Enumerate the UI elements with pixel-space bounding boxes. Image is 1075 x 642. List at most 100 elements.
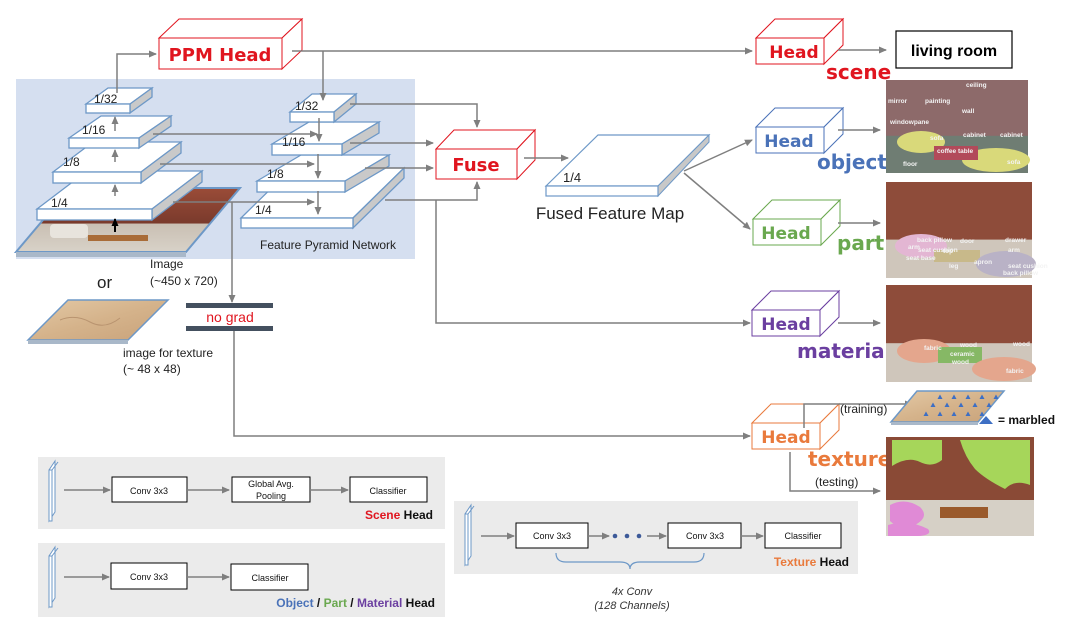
material-head-label: Head: [761, 315, 810, 335]
part-output-tag: top: [943, 248, 953, 255]
texture-head-box: Head: [750, 402, 841, 451]
marble-marker: [979, 411, 985, 416]
fpn-label: Feature Pyramid Network: [260, 238, 397, 252]
marble-marker: [965, 411, 971, 416]
arrow-fpn-to-material-head: [435, 200, 751, 327]
ellipsis-dot: [624, 533, 630, 539]
backbone-layer-1-16: 1/16: [66, 114, 174, 150]
backbone-layer-1-4-label: 1/4: [51, 196, 68, 210]
material-output-tag: wood: [959, 342, 977, 349]
arrow-fpn4-to-fuse: [385, 181, 481, 201]
scene-head-label: Head: [769, 43, 818, 63]
marble-marker: [923, 411, 929, 416]
marble-marker: [986, 402, 992, 407]
conv-brace: [555, 552, 705, 570]
opm-block-conv: [110, 562, 188, 590]
marble-marker: [965, 394, 971, 399]
scene-task-label: scene: [826, 60, 891, 84]
scene-block-classifier: [349, 476, 428, 503]
fuse-label: Fuse: [452, 155, 499, 176]
fuse-box: Fuse: [434, 128, 537, 181]
texture-block-classifier-label: Classifier: [784, 531, 821, 541]
texture-training-label: (training): [840, 402, 887, 416]
or-label: or: [97, 273, 112, 292]
arrow-map-to-object-head: [683, 139, 753, 172]
object-output-tag: coffee table: [937, 148, 974, 155]
part-output-tag: back pillow: [917, 237, 953, 244]
scene-head-caption: Scene Head: [365, 508, 433, 522]
fused-feature-map: 1/4: [544, 133, 711, 198]
brace-label-1: 4x Conv: [612, 586, 654, 598]
marble-marker: [937, 411, 943, 416]
part-head-box: Head: [751, 198, 842, 247]
marbled-legend-icon: [979, 416, 993, 424]
scene-block-conv-label: Conv 3x3: [130, 486, 168, 496]
arrow-map-to-part-head: [683, 172, 751, 230]
marble-marker: [944, 402, 950, 407]
object-output-tag: wall: [961, 108, 974, 115]
fpn-layer-1-32-label: 1/32: [295, 99, 319, 113]
object-head-box: Head: [754, 106, 845, 155]
material-output-tag: ceramic: [950, 351, 975, 358]
fpn-layer-1-4-label: 1/4: [255, 203, 272, 217]
marble-marker: [958, 402, 964, 407]
arrow-backbone-to-ppm: [116, 50, 157, 93]
texture-head-input-map: [464, 503, 475, 567]
arrow-nograd-to-texture-head: [233, 331, 751, 440]
backbone-layer-1-16-label: 1/16: [82, 123, 106, 137]
backbone-layer-1-8: 1/8: [51, 140, 183, 185]
scene-block-pool: [231, 476, 311, 503]
fpn-layer-1-8-label: 1/8: [267, 167, 284, 181]
texture-input-image: [26, 299, 170, 344]
material-output-tag: wood: [951, 359, 969, 366]
object-output-tag: ceiling: [966, 82, 987, 89]
arrow-texture-testing: [789, 452, 881, 495]
material-output-tag: fabric: [1006, 368, 1024, 375]
scene-head-box: Head: [754, 17, 845, 66]
fused-map-label: Fused Feature Map: [536, 204, 684, 223]
texture-training-patch: [889, 390, 1006, 425]
part-output-tag: arm: [1008, 247, 1020, 254]
texture-block-conv-last-label: Conv 3x3: [686, 531, 724, 541]
object-output-tag: cabinet: [963, 132, 987, 139]
material-head-box: Head: [750, 289, 841, 338]
no-grad-label: no grad: [206, 309, 253, 325]
scene-head-input-map: [48, 459, 59, 523]
texture-head-label: Head: [761, 428, 810, 448]
backbone-layer-1-32-label: 1/32: [94, 92, 118, 106]
object-task-label: object: [817, 150, 887, 174]
fpn-layer-1-32: 1/32: [288, 92, 358, 124]
material-output-tag: wood: [1012, 341, 1030, 348]
texture-input-label: image for texture: [123, 346, 213, 360]
part-output-tag: arm: [908, 244, 920, 251]
material-output-tag: fabric: [924, 345, 942, 352]
marbled-legend-label: = marbled: [998, 413, 1055, 427]
texture-head-caption: Texture Head: [774, 555, 849, 569]
ppm-head-label: PPM Head: [169, 45, 272, 66]
part-output-tag: door: [960, 238, 975, 245]
ellipsis-dot: [612, 533, 618, 539]
no-grad-block: no grad: [186, 303, 273, 331]
part-output-tag: apron: [974, 259, 992, 266]
marble-marker: [930, 402, 936, 407]
opm-block-conv-label: Conv 3x3: [130, 572, 168, 582]
opm-head-input-map: [48, 545, 59, 609]
part-output-tag: drawer: [1005, 237, 1027, 244]
opm-block-classifier: [230, 563, 309, 591]
object-output-tag: floor: [903, 161, 918, 168]
part-output-tag: seat base: [906, 255, 936, 262]
part-head-label: Head: [761, 224, 810, 244]
texture-block-conv-first-label: Conv 3x3: [533, 531, 571, 541]
image-label: Image: [150, 257, 184, 271]
part-task-label: part: [837, 231, 885, 255]
marble-marker: [993, 394, 999, 399]
fpn-layer-1-16: 1/16: [269, 120, 382, 157]
scene-block-pool-label-2: Pooling: [256, 491, 286, 501]
fused-map-scale: 1/4: [563, 170, 581, 185]
texture-testing-label: (testing): [815, 475, 858, 489]
backbone-layer-1-32: 1/32: [84, 86, 154, 115]
